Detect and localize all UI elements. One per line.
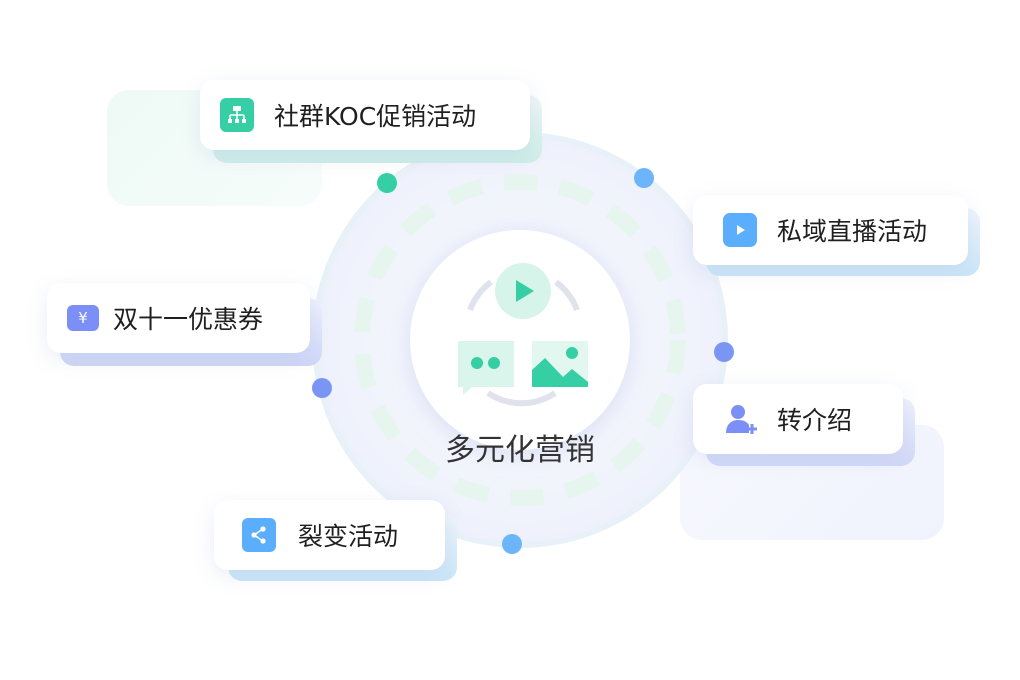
item-label: 转介绍 — [777, 406, 853, 435]
orbit-dot — [312, 378, 332, 398]
item-label: 私域直播活动 — [777, 217, 928, 246]
item-label: 社群KOC促销活动 — [274, 102, 477, 131]
item-label: 双十一优惠券 — [113, 305, 264, 334]
tv-play-icon — [723, 213, 757, 247]
user-add-icon — [723, 402, 757, 436]
item-fission[interactable]: 裂变活动 — [214, 500, 445, 570]
item-double-eleven-coupon[interactable]: ¥ 双十一优惠券 — [47, 283, 310, 353]
sale-network-icon — [220, 98, 254, 132]
item-koc-promotion[interactable]: 社群KOC促销活动 — [200, 80, 530, 150]
item-private-live[interactable]: 私域直播活动 — [693, 195, 968, 265]
center-title: 多元化营销 — [445, 433, 595, 468]
item-referral[interactable]: 转介绍 — [693, 384, 903, 454]
yen-ticket-icon: ¥ — [67, 305, 99, 331]
center-circle — [410, 230, 630, 450]
media-cycle-icon — [458, 263, 588, 407]
item-label: 裂变活动 — [298, 522, 399, 551]
orbit-dot — [377, 173, 397, 193]
share-icon — [242, 518, 276, 552]
orbit-dot — [714, 342, 734, 362]
dashed-orbit — [354, 174, 686, 506]
orbit-dot — [502, 534, 522, 554]
orbit-dot — [634, 168, 654, 188]
